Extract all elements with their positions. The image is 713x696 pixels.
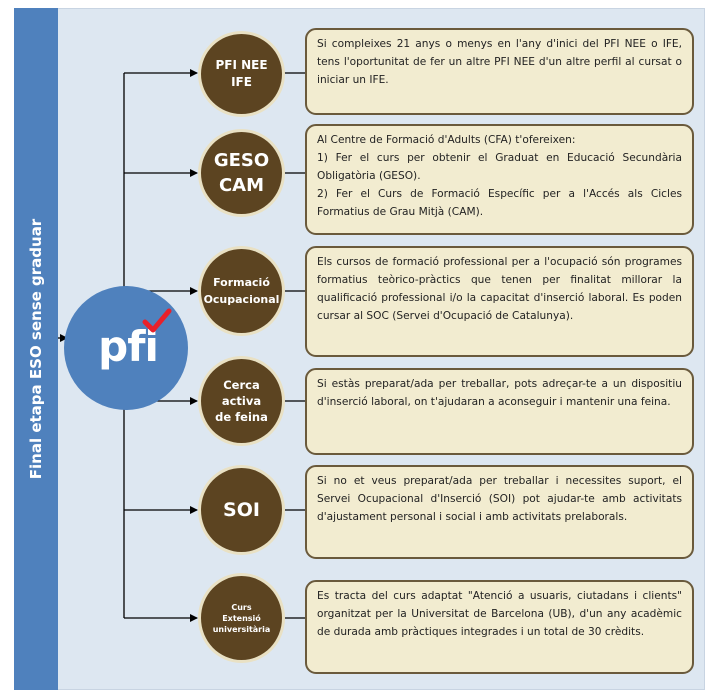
node-soi: SOI bbox=[198, 465, 285, 555]
pfi-logo-text: pfi bbox=[98, 322, 159, 371]
sidebar-band bbox=[14, 8, 58, 690]
node-pfi-nee-ife: PFI NEE IFE bbox=[198, 31, 285, 117]
info-box-formacio-ocupacional: Els cursos de formació professional per … bbox=[305, 246, 694, 357]
node-formacio-ocupacional: Formació Ocupacional bbox=[198, 246, 285, 336]
checkmark-icon bbox=[142, 308, 172, 333]
node-cerca-activa-feina: Cerca activa de feina bbox=[198, 356, 285, 446]
node-geso-cam: GESO CAM bbox=[198, 129, 285, 217]
info-box-cerca-activa: Si estàs preparat/ada per treballar, pot… bbox=[305, 368, 694, 455]
pfi-logo: pfi bbox=[64, 286, 188, 410]
info-box-pfi-nee-ife: Si compleixes 21 anys o menys en l'any d… bbox=[305, 28, 694, 115]
node-curs-extensio-universitaria: Curs Extensió universitària bbox=[198, 573, 285, 663]
info-box-curs-extensio: Es tracta del curs adaptat "Atenció a us… bbox=[305, 580, 694, 674]
info-box-geso-cam: Al Centre de Formació d'Adults (CFA) t'o… bbox=[305, 124, 694, 235]
info-box-soi: Si no et veus preparat/ada per treballar… bbox=[305, 465, 694, 559]
